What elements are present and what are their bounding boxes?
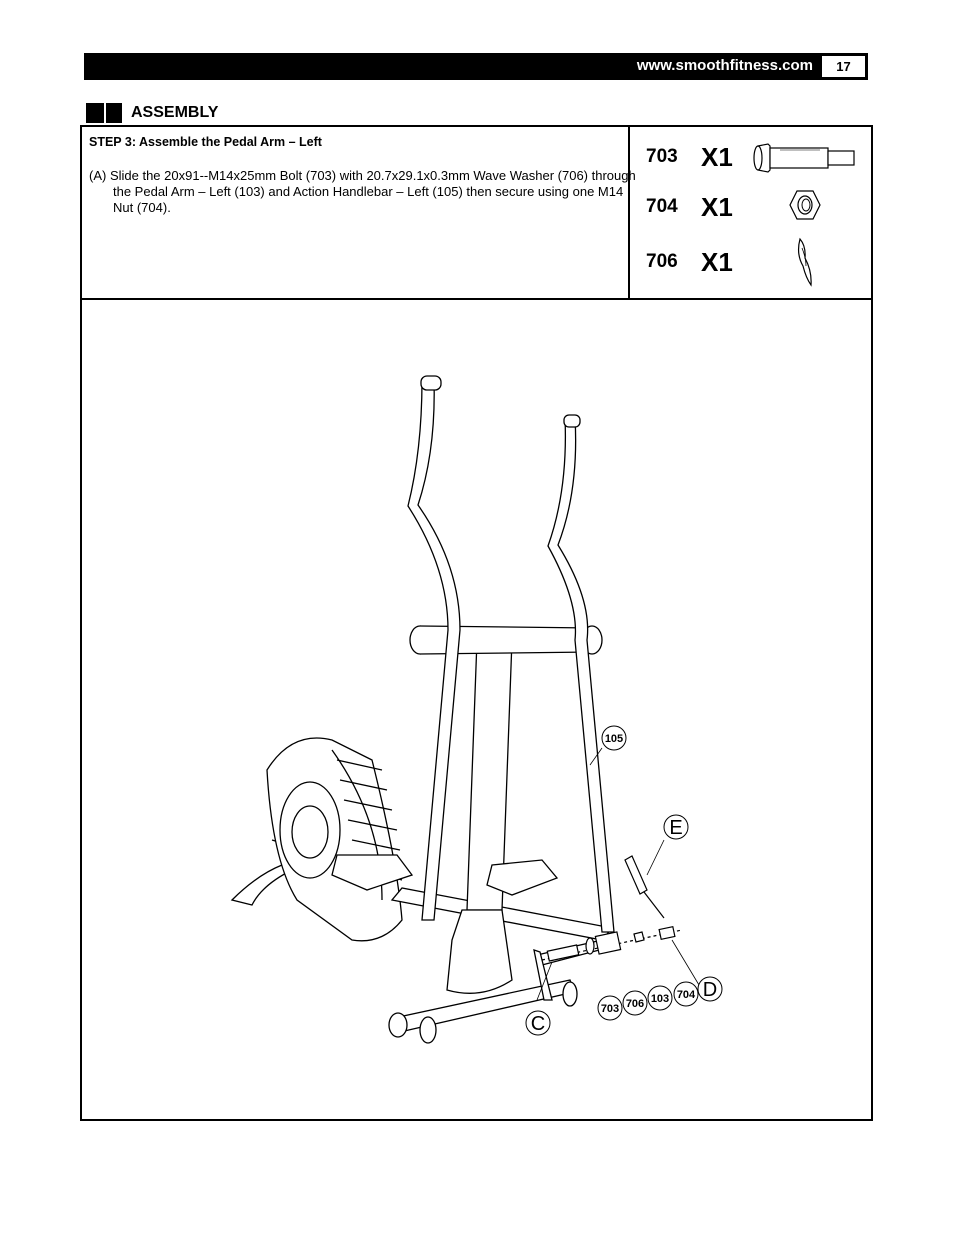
nut-704-exploded — [633, 931, 645, 943]
step-heading: STEP 3: Assemble the Pedal Arm – Left — [89, 135, 322, 149]
bolt-703-exploded — [546, 944, 580, 962]
label-circle-d — [697, 976, 723, 1002]
part-number: 704 — [646, 196, 678, 217]
header-bar: www.smoothfitness.com 17 — [84, 53, 868, 80]
frame-divider-vertical — [628, 125, 630, 300]
elliptical-trainer-illustration — [230, 375, 615, 1044]
frame-divider-horizontal — [80, 298, 873, 300]
callout-105: 105 — [605, 733, 623, 745]
callout-circle-703 — [597, 995, 623, 1021]
callout-circle-706 — [622, 990, 648, 1016]
part-number: 703 — [646, 146, 678, 167]
pedal-arm-103-bushing — [594, 931, 622, 955]
part-quantity: X1 — [701, 142, 733, 172]
label-circle-c — [525, 1010, 551, 1036]
assembly-diagram: 105 703 706 103 704 E D C — [230, 375, 723, 1044]
nut-icon — [789, 190, 821, 220]
section-title: ASSEMBLY — [131, 104, 219, 121]
callout-706: 706 — [626, 998, 644, 1010]
callout-circle-105 — [601, 725, 627, 751]
washer-706-exploded — [585, 937, 595, 955]
callout-703: 703 — [601, 1003, 619, 1015]
wave-washer-icon — [797, 237, 812, 287]
part-quantity: X1 — [701, 247, 733, 277]
label-circle-e — [663, 814, 689, 840]
label-d: D — [703, 979, 717, 1001]
step-title: Assemble the Pedal Arm – Left — [139, 135, 322, 149]
label-c: C — [531, 1013, 545, 1035]
step-frame — [80, 125, 873, 1121]
callout-circle-103 — [647, 985, 673, 1011]
exploded-hardware — [541, 925, 683, 962]
website-url: www.smoothfitness.com — [636, 57, 813, 74]
section-marker — [86, 103, 122, 123]
callout-circle-704 — [673, 981, 699, 1007]
page-number: 17 — [822, 56, 865, 77]
screwdriver-icon — [624, 855, 665, 919]
callout-704: 704 — [677, 989, 696, 1001]
step-label: STEP 3 — [89, 135, 132, 149]
label-e: E — [669, 817, 682, 839]
bolt-icon — [753, 143, 855, 173]
part-number: 706 — [646, 251, 678, 272]
callout-103: 103 — [651, 993, 669, 1005]
step-instruction: (A) Slide the 20x91--M14x25mm Bolt (703)… — [89, 168, 636, 215]
part-quantity: X1 — [701, 192, 733, 222]
